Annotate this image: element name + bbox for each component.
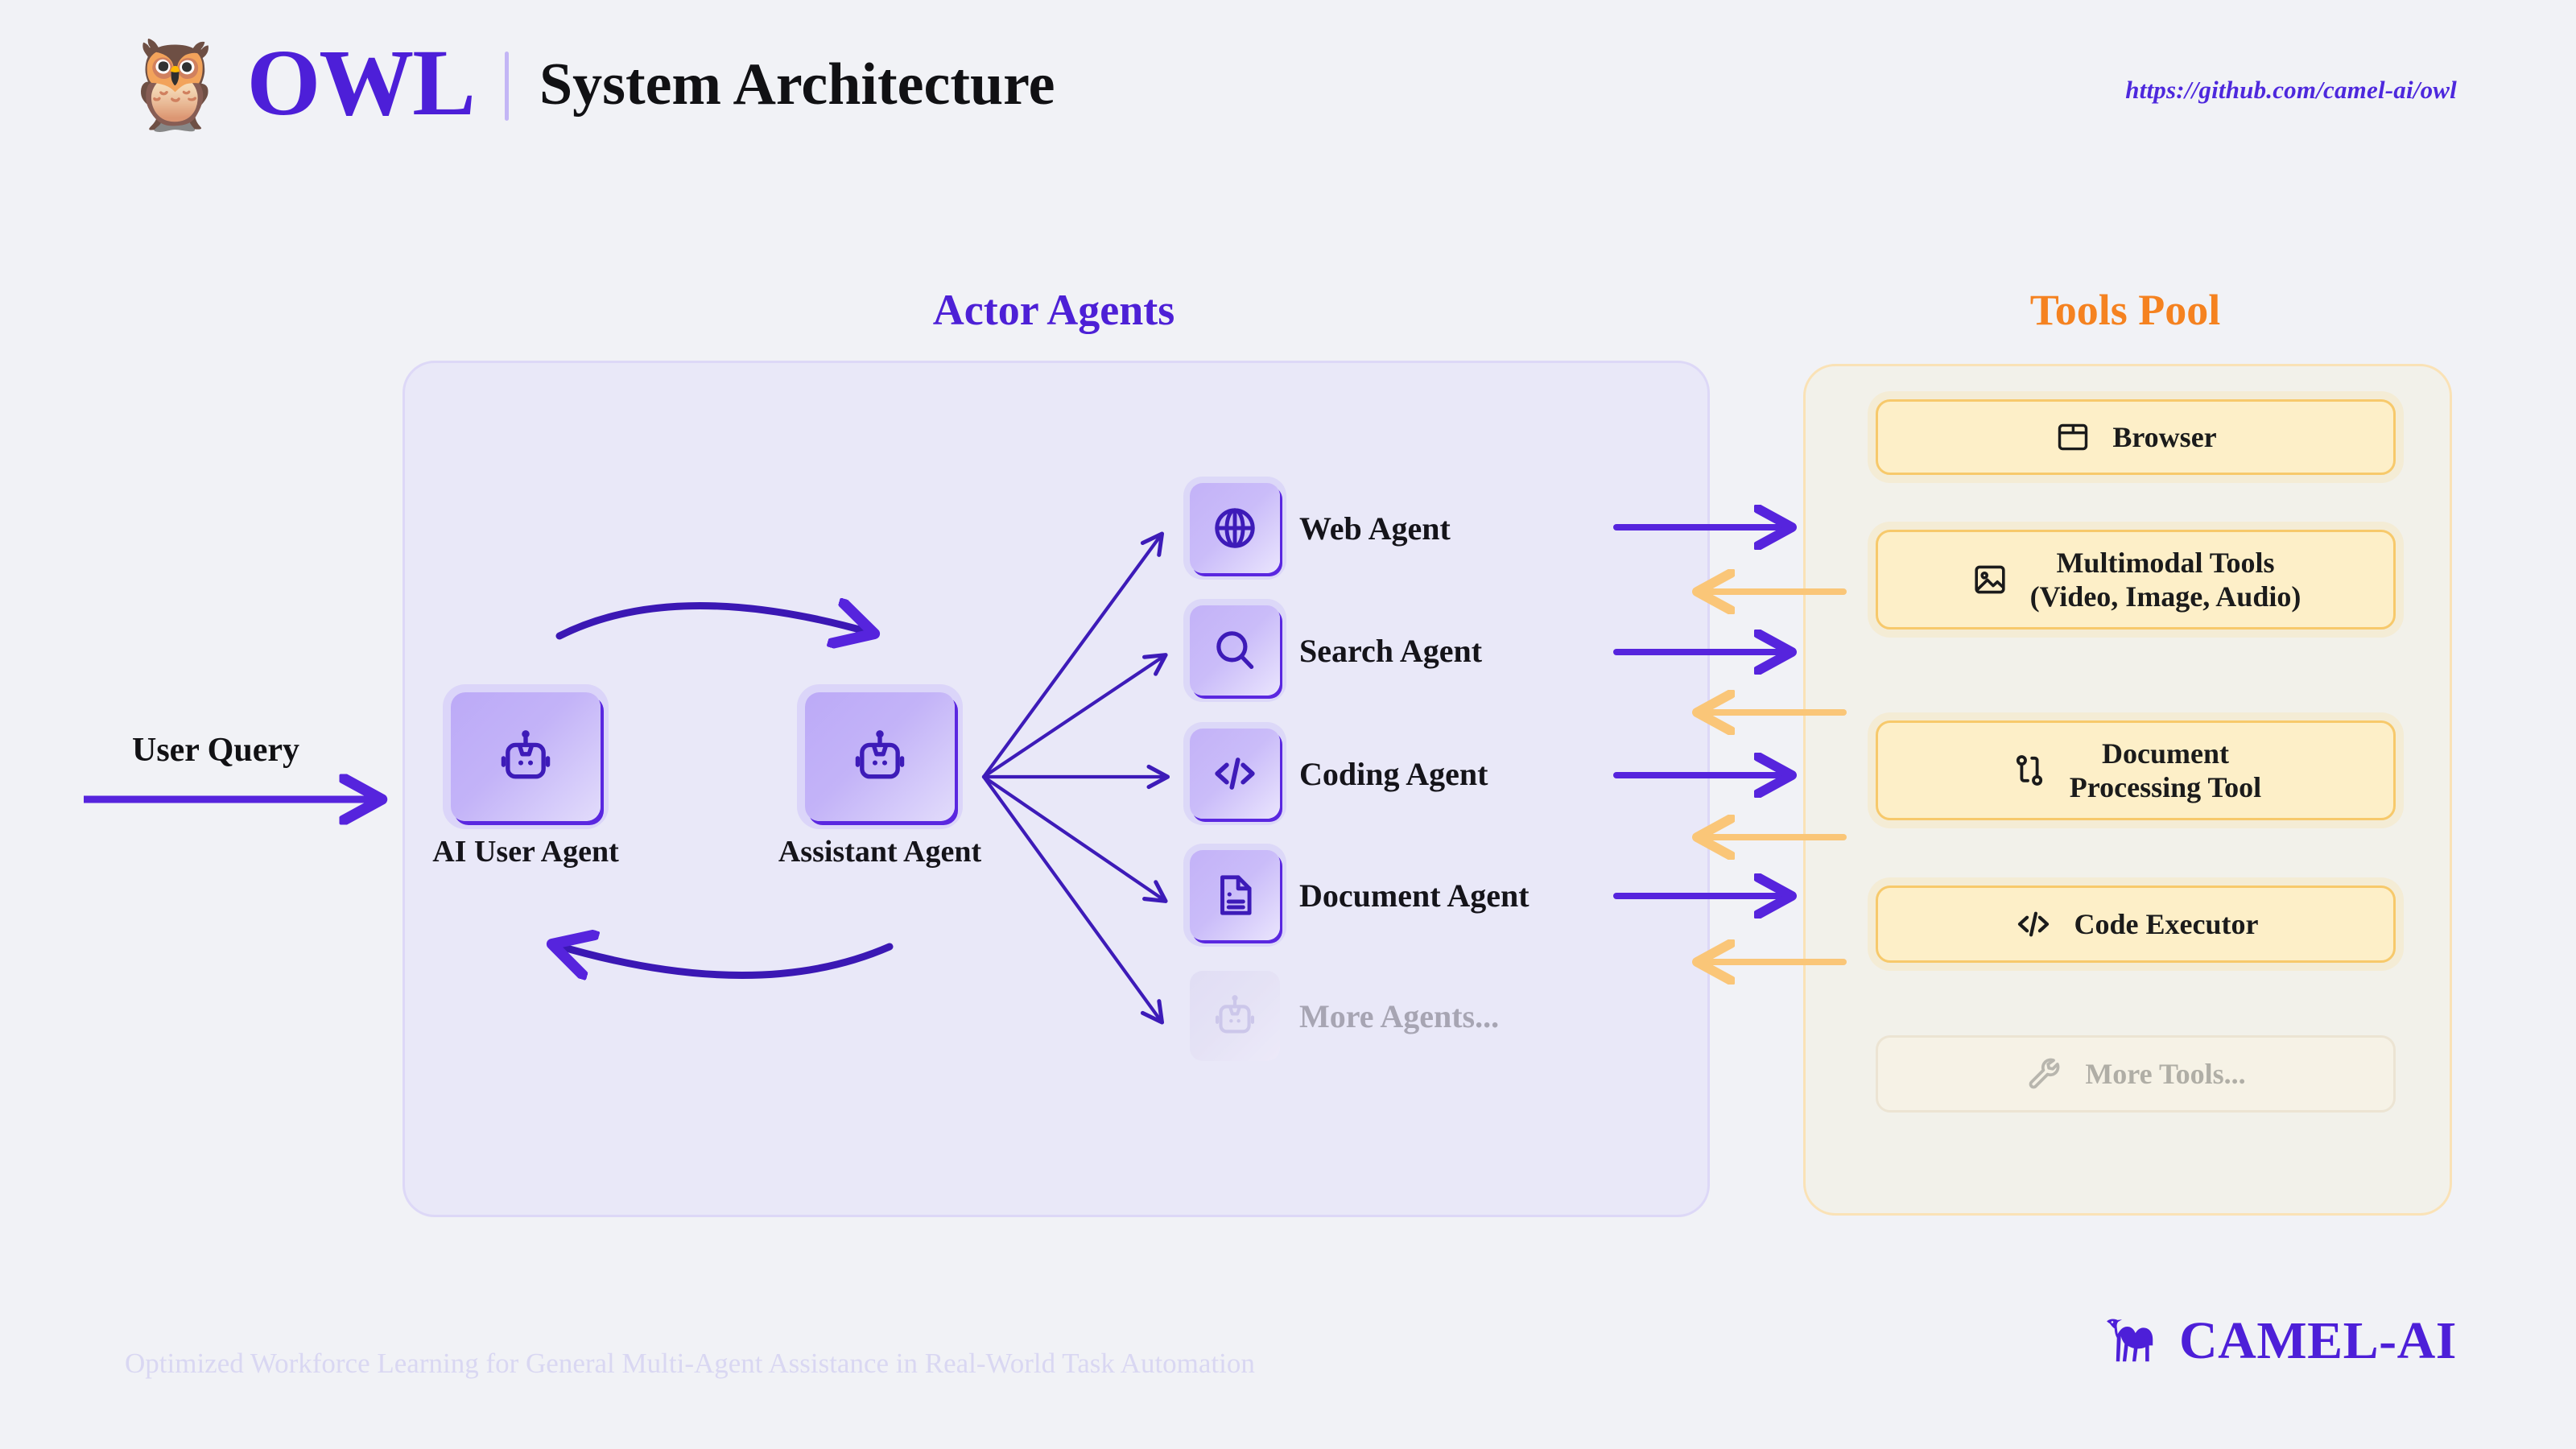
brand-name: OWL <box>246 30 475 135</box>
image-icon <box>1975 565 2005 594</box>
tool-label: More Tools... <box>2085 1057 2246 1090</box>
actor-agent-label: Search Agent <box>1299 632 1483 669</box>
actor-agent-document[interactable]: Document Agent <box>1190 850 1530 940</box>
core-agent-assistant[interactable]: Assistant Agent <box>778 692 981 869</box>
tool-card-code-executor[interactable]: Code Executor <box>1876 886 2396 963</box>
user-query-label: User Query <box>131 732 299 769</box>
document-agent-tile <box>1190 850 1280 940</box>
tool-card-more-tools[interactable]: More Tools... <box>1876 1035 2396 1113</box>
header: 🦉 OWL System Architecture <box>121 35 1055 134</box>
code-icon <box>1215 758 1255 790</box>
code-icon <box>2017 911 2049 937</box>
actor-agent-label: More Agents... <box>1299 997 1500 1034</box>
wrench-icon <box>2029 1058 2060 1089</box>
actor-agent-more[interactable]: More Agents... <box>1190 971 1499 1061</box>
tool-card-browser[interactable]: Browser <box>1876 399 2396 475</box>
actor-agent-search[interactable]: Search Agent <box>1190 605 1482 696</box>
camel-ai-logo: CAMEL-AI <box>2095 1311 2457 1372</box>
repository-url[interactable]: https://github.com/camel-ai/owl <box>2125 76 2457 104</box>
footer-tagline: Optimized Workforce Learning for General… <box>125 1348 1255 1379</box>
page-title: System Architecture <box>539 52 1055 118</box>
tool-card-multimodal[interactable]: Multimodal Tools(Video, Image, Audio) <box>1876 530 2396 630</box>
robot-icon <box>855 730 905 779</box>
ai-user-agent-tile <box>451 692 601 821</box>
search-icon <box>1216 631 1254 669</box>
core-agent-label: Assistant Agent <box>778 835 982 869</box>
robot-icon <box>501 730 551 779</box>
more-agents-tile <box>1190 971 1280 1061</box>
tool-label: Code Executor <box>2074 907 2259 940</box>
actor-agent-label: Web Agent <box>1299 510 1451 547</box>
browser-window-icon <box>2058 423 2088 451</box>
camel-ai-wordmark: CAMEL-AI <box>2179 1311 2457 1370</box>
globe-icon <box>1215 508 1255 548</box>
assistant-agent-tile <box>805 692 955 821</box>
tool-label: Multimodal Tools(Video, Image, Audio) <box>2029 546 2301 613</box>
actor-agents-title: Actor Agents <box>932 286 1175 334</box>
core-agent-ai-user[interactable]: AI User Agent <box>432 692 619 869</box>
core-agent-label: AI User Agent <box>432 835 619 869</box>
tool-label: Browser <box>2112 420 2217 453</box>
actor-agent-label: Coding Agent <box>1299 755 1488 792</box>
camel-icon <box>2107 1319 2153 1362</box>
actor-agent-web[interactable]: Web Agent <box>1190 483 1451 573</box>
coding-agent-tile <box>1190 729 1280 819</box>
web-agent-tile <box>1190 483 1280 573</box>
document-icon <box>1220 875 1252 915</box>
title-divider <box>504 52 509 121</box>
tools-pool-title: Tools Pool <box>2029 286 2221 334</box>
actor-agent-coding[interactable]: Coding Agent <box>1190 729 1488 819</box>
robot-icon <box>1215 995 1255 1034</box>
search-agent-tile <box>1190 605 1280 696</box>
git-branch-icon <box>2016 755 2042 786</box>
owl-icon: 🦉 <box>121 38 229 134</box>
actor-agent-label: Document Agent <box>1299 877 1530 914</box>
